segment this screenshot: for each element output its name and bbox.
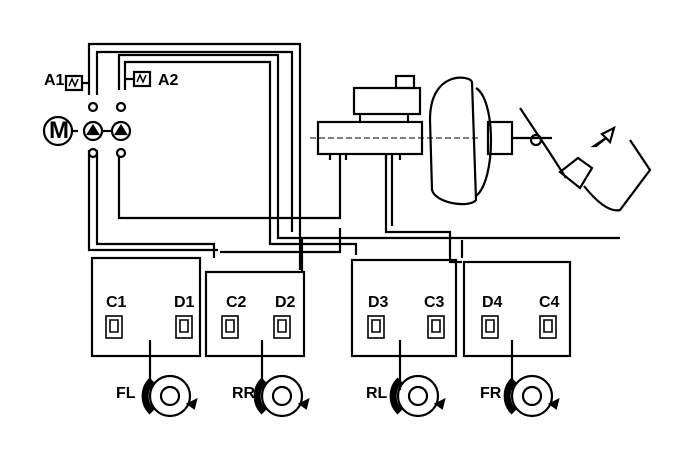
label-d4: D4 [482,294,503,311]
brake-pedal [519,107,652,212]
hydraulic-loop-lines [87,42,620,272]
label-c3: C3 [424,294,445,311]
pump-motor-unit [42,101,132,159]
label-rl: RL [366,385,388,402]
label-fr: FR [480,385,502,402]
wheel-rl [389,374,446,418]
wheel-fl [141,374,198,418]
label-d1: D1 [174,294,195,311]
label-d3: D3 [368,294,389,311]
label-c1: C1 [106,294,127,311]
accumulator-a1 [64,74,89,92]
wheel-brake-lines [148,340,514,390]
label-a2: A2 [158,72,179,89]
label-c2: C2 [226,294,247,311]
label-a1: A1 [44,72,65,89]
accumulator-a2 [125,70,152,88]
label-d2: D2 [275,294,296,311]
label-c4: C4 [539,294,560,311]
master-cylinder [310,74,480,160]
label-rr: RR [232,385,256,402]
valve-block-right [350,258,572,358]
brake-booster [428,76,552,206]
label-fl: FL [116,385,136,402]
valve-block-left [90,256,306,358]
wheel-rr [253,374,310,418]
solenoid-valves [105,315,557,339]
motor-label: M [49,117,69,144]
wheel-fr [503,374,560,418]
